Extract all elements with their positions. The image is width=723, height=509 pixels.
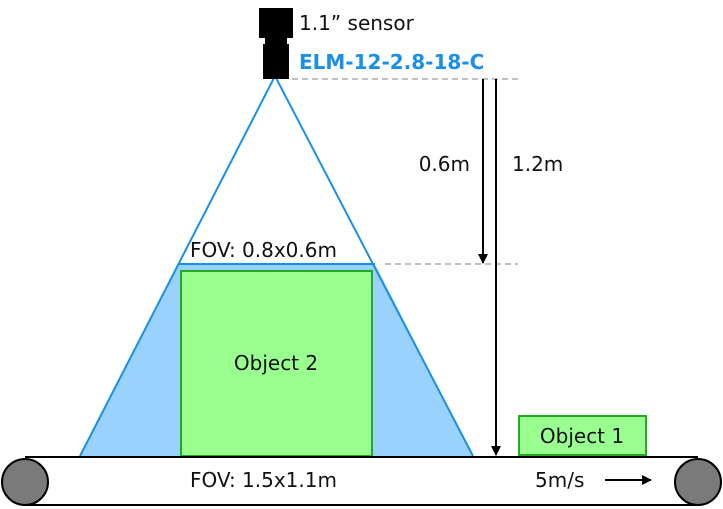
- conveyor-roller-left: [1, 458, 49, 506]
- camera-body: [259, 8, 293, 38]
- conveyor-speed-label: 5m/s: [535, 468, 584, 492]
- far-fov-label: FOV: 1.5x1.1m: [190, 468, 337, 492]
- object-1-label: Object 1: [540, 424, 624, 448]
- conveyor-roller-right: [674, 458, 722, 506]
- lens-model-label: ELM-12-2.8-18-C: [299, 50, 484, 74]
- object-1-box: [518, 415, 647, 456]
- object-2-label: Object 2: [234, 351, 318, 375]
- near-fov-label: FOV: 0.8x0.6m: [190, 238, 337, 262]
- sensor-label: 1.1” sensor: [299, 11, 415, 35]
- object-2-box: [180, 270, 373, 457]
- far-distance-label: 1.2m: [512, 152, 563, 176]
- near-distance-label: 0.6m: [419, 152, 470, 176]
- camera-lens: [263, 44, 289, 79]
- camera-lens-mount: [265, 38, 287, 44]
